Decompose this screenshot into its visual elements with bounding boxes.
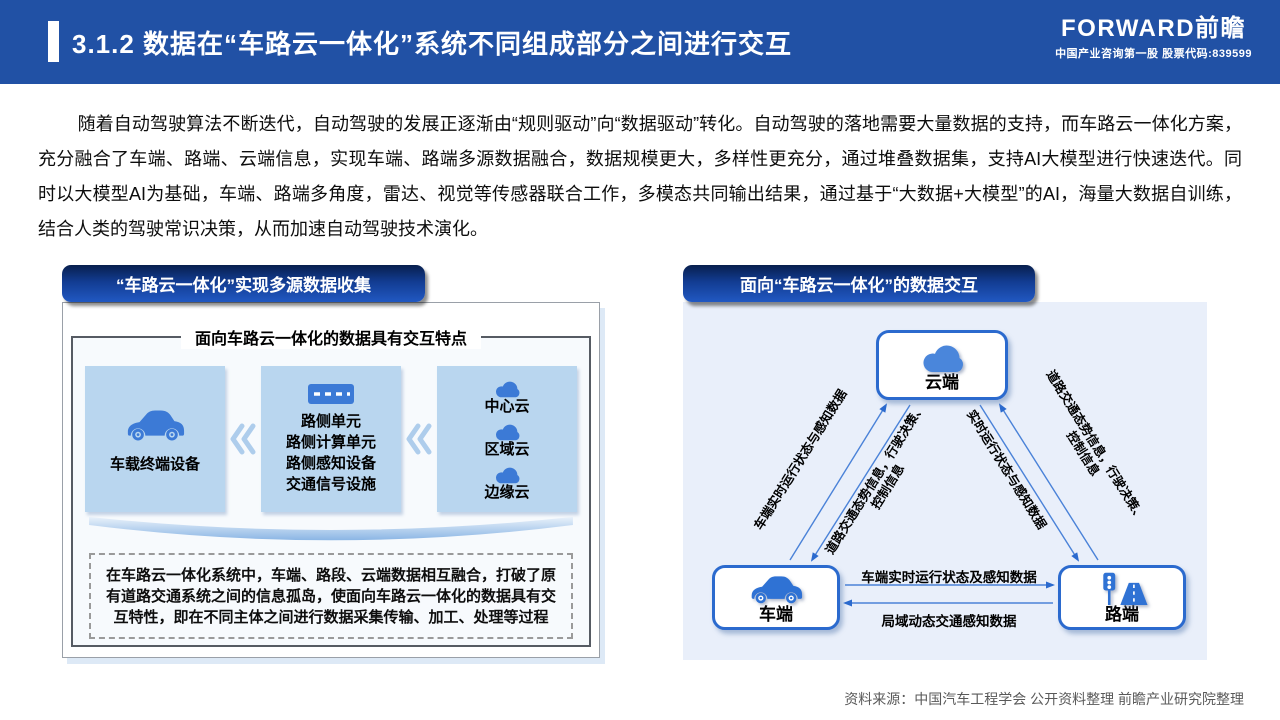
cloud-node-label: 云端	[925, 373, 959, 392]
cloud-icon	[492, 420, 522, 441]
intro-paragraph: 随着自动驾驶算法不断迭代，自动驾驶的发展正逐渐由“规则驱动”向“数据驱动”转化。…	[38, 114, 1242, 239]
chevron-left-icon	[406, 423, 433, 455]
vehicle-terminal-box: 车载终端设备	[85, 366, 225, 512]
left-diagram-legend: 面向车路云一体化的数据具有交互特点	[180, 325, 482, 349]
header-bar: 3.1.2 数据在“车路云一体化”系统不同组成部分之间进行交互 FORWARD前…	[0, 0, 1280, 84]
right-diagram-title: 面向“车路云一体化”的数据交互	[683, 265, 1035, 302]
left-summary-text: 在车路云一体化系统中，车端、路段、云端数据相互融合，打破了原有道路交通系统之间的…	[105, 566, 556, 626]
right-diagram-panel: 云端 车端	[683, 302, 1207, 660]
road-node: 路端	[1058, 565, 1186, 630]
data-source-row: 车载终端设备 路侧单元 路侧计算	[85, 366, 577, 512]
edge-label-vehicle-to-road: 车端实时运行状态及感知数据	[861, 570, 1037, 585]
roadside-line: 路侧单元	[300, 412, 361, 430]
cloud-tier-item: 边缘云	[484, 463, 530, 502]
cloud-tier-label: 区域云	[484, 440, 530, 458]
cloud-tier-label: 边缘云	[484, 483, 530, 501]
title-accent-bar	[48, 21, 59, 62]
car-icon	[124, 405, 186, 443]
left-diagram-title: “车路云一体化”实现多源数据收集	[62, 265, 425, 302]
cloud-node: 云端	[876, 330, 1008, 400]
chevron-left-icon	[230, 423, 257, 455]
brand-logo-text: FORWARD前瞻	[1061, 15, 1247, 42]
page-title: 3.1.2 数据在“车路云一体化”系统不同组成部分之间进行交互	[72, 28, 793, 59]
left-summary-box: 在车路云一体化系统中，车端、路段、云端数据相互融合，打破了原有道路交通系统之间的…	[89, 553, 573, 639]
roadside-line: 路侧感知设备	[285, 454, 376, 472]
edge-arrows	[789, 403, 1099, 607]
brand-tagline: 中国产业咨询第一股 股票代码:839599	[1055, 48, 1252, 60]
cloud-icon	[492, 463, 522, 484]
car-icon	[748, 572, 804, 605]
cloud-icon	[492, 377, 522, 398]
left-diagram-fieldset: 面向车路云一体化的数据具有交互特点 车载终端设备	[71, 325, 591, 647]
traffic-light-road-icon	[1093, 571, 1151, 605]
road-node-label: 路端	[1105, 605, 1139, 624]
vehicle-terminal-label: 车载终端设备	[109, 455, 200, 473]
source-note: 资料来源：中国汽车工程学会 公开资料整理 前瞻产业研究院整理	[844, 691, 1244, 707]
cloud-tiers-box: 中心云 区域云	[437, 366, 577, 512]
edge-label-road-to-vehicle: 局域动态交通感知数据	[881, 614, 1017, 629]
cloud-tier-label: 中心云	[484, 397, 530, 415]
cloud-tier-item: 中心云	[484, 377, 530, 416]
vehicle-node: 车端	[712, 565, 840, 630]
roadside-unit-box: 路侧单元 路侧计算单元 路侧感知设备 交通信号设施	[261, 366, 401, 512]
cloud-tier-item: 区域云	[484, 420, 530, 459]
vehicle-node-label: 车端	[759, 604, 793, 624]
cloud-icon	[916, 338, 968, 373]
roadside-line: 路侧计算单元	[285, 433, 376, 451]
left-diagram-container: 面向车路云一体化的数据具有交互特点 车载终端设备	[62, 302, 600, 658]
brand-logo: FORWARD前瞻 中国产业咨询第一股 股票代码:839599	[1055, 16, 1252, 61]
roadside-unit-icon	[308, 383, 354, 404]
down-swoosh-arrow	[87, 516, 575, 552]
roadside-line: 交通信号设施	[285, 475, 376, 493]
